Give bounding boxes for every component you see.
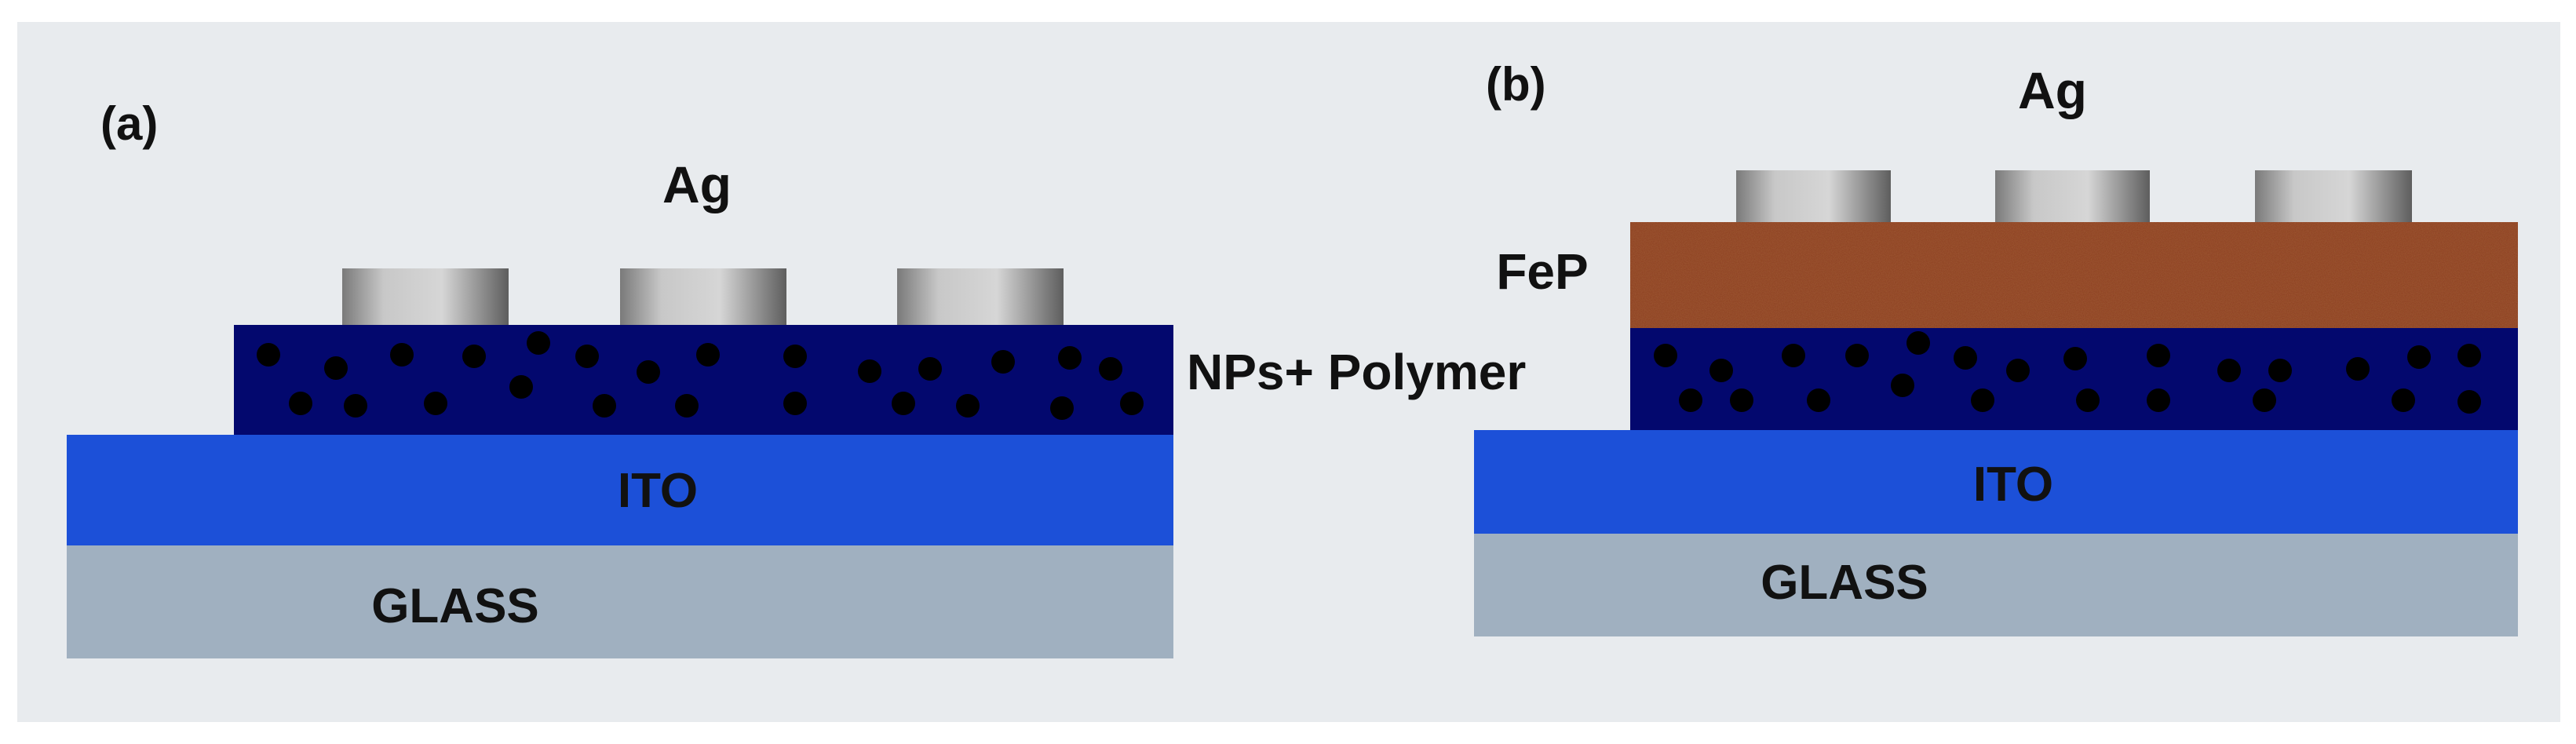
nanoparticle-dot bbox=[324, 356, 348, 380]
panel-a-ag-label: Ag bbox=[662, 155, 732, 213]
nanoparticle-dot bbox=[2147, 388, 2170, 412]
nanoparticle-dot bbox=[2457, 344, 2481, 367]
nanoparticle-dot bbox=[1050, 396, 1074, 420]
panel-a-glass-label: GLASS bbox=[371, 579, 539, 633]
nanoparticle-dot bbox=[991, 350, 1015, 374]
panel-b-ag-electrode-1 bbox=[1736, 170, 1891, 222]
nanoparticle-dot bbox=[527, 331, 550, 355]
panel-b-ito-layer bbox=[1474, 430, 2518, 534]
nanoparticle-dot bbox=[1709, 359, 1733, 382]
panel-b-tag: (b) bbox=[1486, 58, 1546, 111]
nanoparticle-dot bbox=[424, 392, 447, 415]
panel-b-ag-electrode-3 bbox=[2255, 170, 2412, 222]
nanoparticle-dot bbox=[344, 394, 367, 418]
nanoparticle-dot bbox=[575, 345, 599, 368]
panel-b-ag-electrode-2 bbox=[1995, 170, 2150, 222]
nanoparticle-dot bbox=[1971, 388, 1994, 412]
nanoparticle-dot bbox=[783, 345, 807, 368]
nanoparticle-dot bbox=[289, 392, 312, 415]
nanoparticle-dot bbox=[2147, 344, 2170, 367]
panel-a-ag-electrode-1 bbox=[342, 268, 509, 325]
panel-a-tag: (a) bbox=[100, 97, 158, 150]
panel-b-fep-layer bbox=[1630, 222, 2518, 328]
panel-b-nanoparticles bbox=[1654, 331, 2481, 414]
nps-polymer-label: NPs+ Polymer bbox=[1187, 344, 1526, 400]
panel-a-ag-electrode-2 bbox=[620, 268, 786, 325]
nanoparticle-dot bbox=[2076, 388, 2100, 412]
nanoparticle-dot bbox=[2063, 347, 2087, 370]
nanoparticle-dot bbox=[956, 394, 980, 418]
nanoparticle-dot bbox=[637, 360, 660, 384]
nanoparticle-dot bbox=[2253, 388, 2276, 412]
nanoparticle-dot bbox=[783, 392, 807, 415]
nanoparticle-dot bbox=[257, 343, 280, 367]
nanoparticle-dot bbox=[1058, 346, 1082, 370]
nanoparticle-dot bbox=[2006, 359, 2030, 382]
panel-b-polymer-layer bbox=[1630, 328, 2518, 430]
panel-b-ag-label: Ag bbox=[2018, 61, 2087, 119]
nanoparticle-dot bbox=[1730, 388, 1753, 412]
panel-a: (a) Ag ITO GLASS bbox=[67, 97, 1173, 658]
panel-b-fep-label: FeP bbox=[1496, 243, 1588, 300]
nanoparticle-dot bbox=[696, 343, 720, 367]
panel-b-glass-layer bbox=[1474, 534, 2518, 636]
nanoparticle-dot bbox=[2407, 345, 2431, 369]
nanoparticle-dot bbox=[1120, 392, 1144, 415]
panel-b: (b) Ag FeP ITO GLASS bbox=[1474, 58, 2518, 636]
panel-a-nanoparticles bbox=[257, 331, 1144, 420]
nanoparticle-dot bbox=[390, 343, 414, 367]
panel-a-glass-layer bbox=[67, 545, 1173, 658]
nanoparticle-dot bbox=[2268, 359, 2292, 382]
panel-a-ito-label: ITO bbox=[618, 464, 698, 518]
nanoparticle-dot bbox=[675, 394, 699, 418]
nanoparticle-dot bbox=[892, 392, 915, 415]
nanoparticle-dot bbox=[1891, 374, 1914, 397]
nanoparticle-dot bbox=[593, 394, 616, 418]
panel-b-glass-label: GLASS bbox=[1761, 556, 1928, 610]
nanoparticle-dot bbox=[1679, 388, 1702, 412]
panel-b-ito-label: ITO bbox=[1973, 458, 2053, 512]
nanoparticle-dot bbox=[1099, 357, 1122, 381]
nanoparticle-dot bbox=[2346, 357, 2370, 381]
nanoparticle-dot bbox=[509, 375, 533, 399]
nanoparticle-dot bbox=[2457, 390, 2481, 414]
nanoparticle-dot bbox=[1845, 344, 1869, 367]
panel-a-ag-electrode-3 bbox=[897, 268, 1064, 325]
nanoparticle-dot bbox=[462, 345, 486, 368]
nanoparticle-dot bbox=[1782, 344, 1805, 367]
nanoparticle-dot bbox=[858, 359, 881, 383]
nanoparticle-dot bbox=[1807, 388, 1830, 412]
nanoparticle-dot bbox=[2392, 388, 2415, 412]
panel-a-polymer-layer bbox=[234, 325, 1173, 435]
nanoparticle-dot bbox=[2217, 359, 2241, 382]
panel-a-ito-layer bbox=[67, 435, 1173, 545]
nanoparticle-dot bbox=[1906, 331, 1930, 355]
nanoparticle-dot bbox=[1654, 344, 1677, 367]
nanoparticle-dot bbox=[918, 357, 942, 381]
nanoparticle-dot bbox=[1954, 346, 1977, 370]
